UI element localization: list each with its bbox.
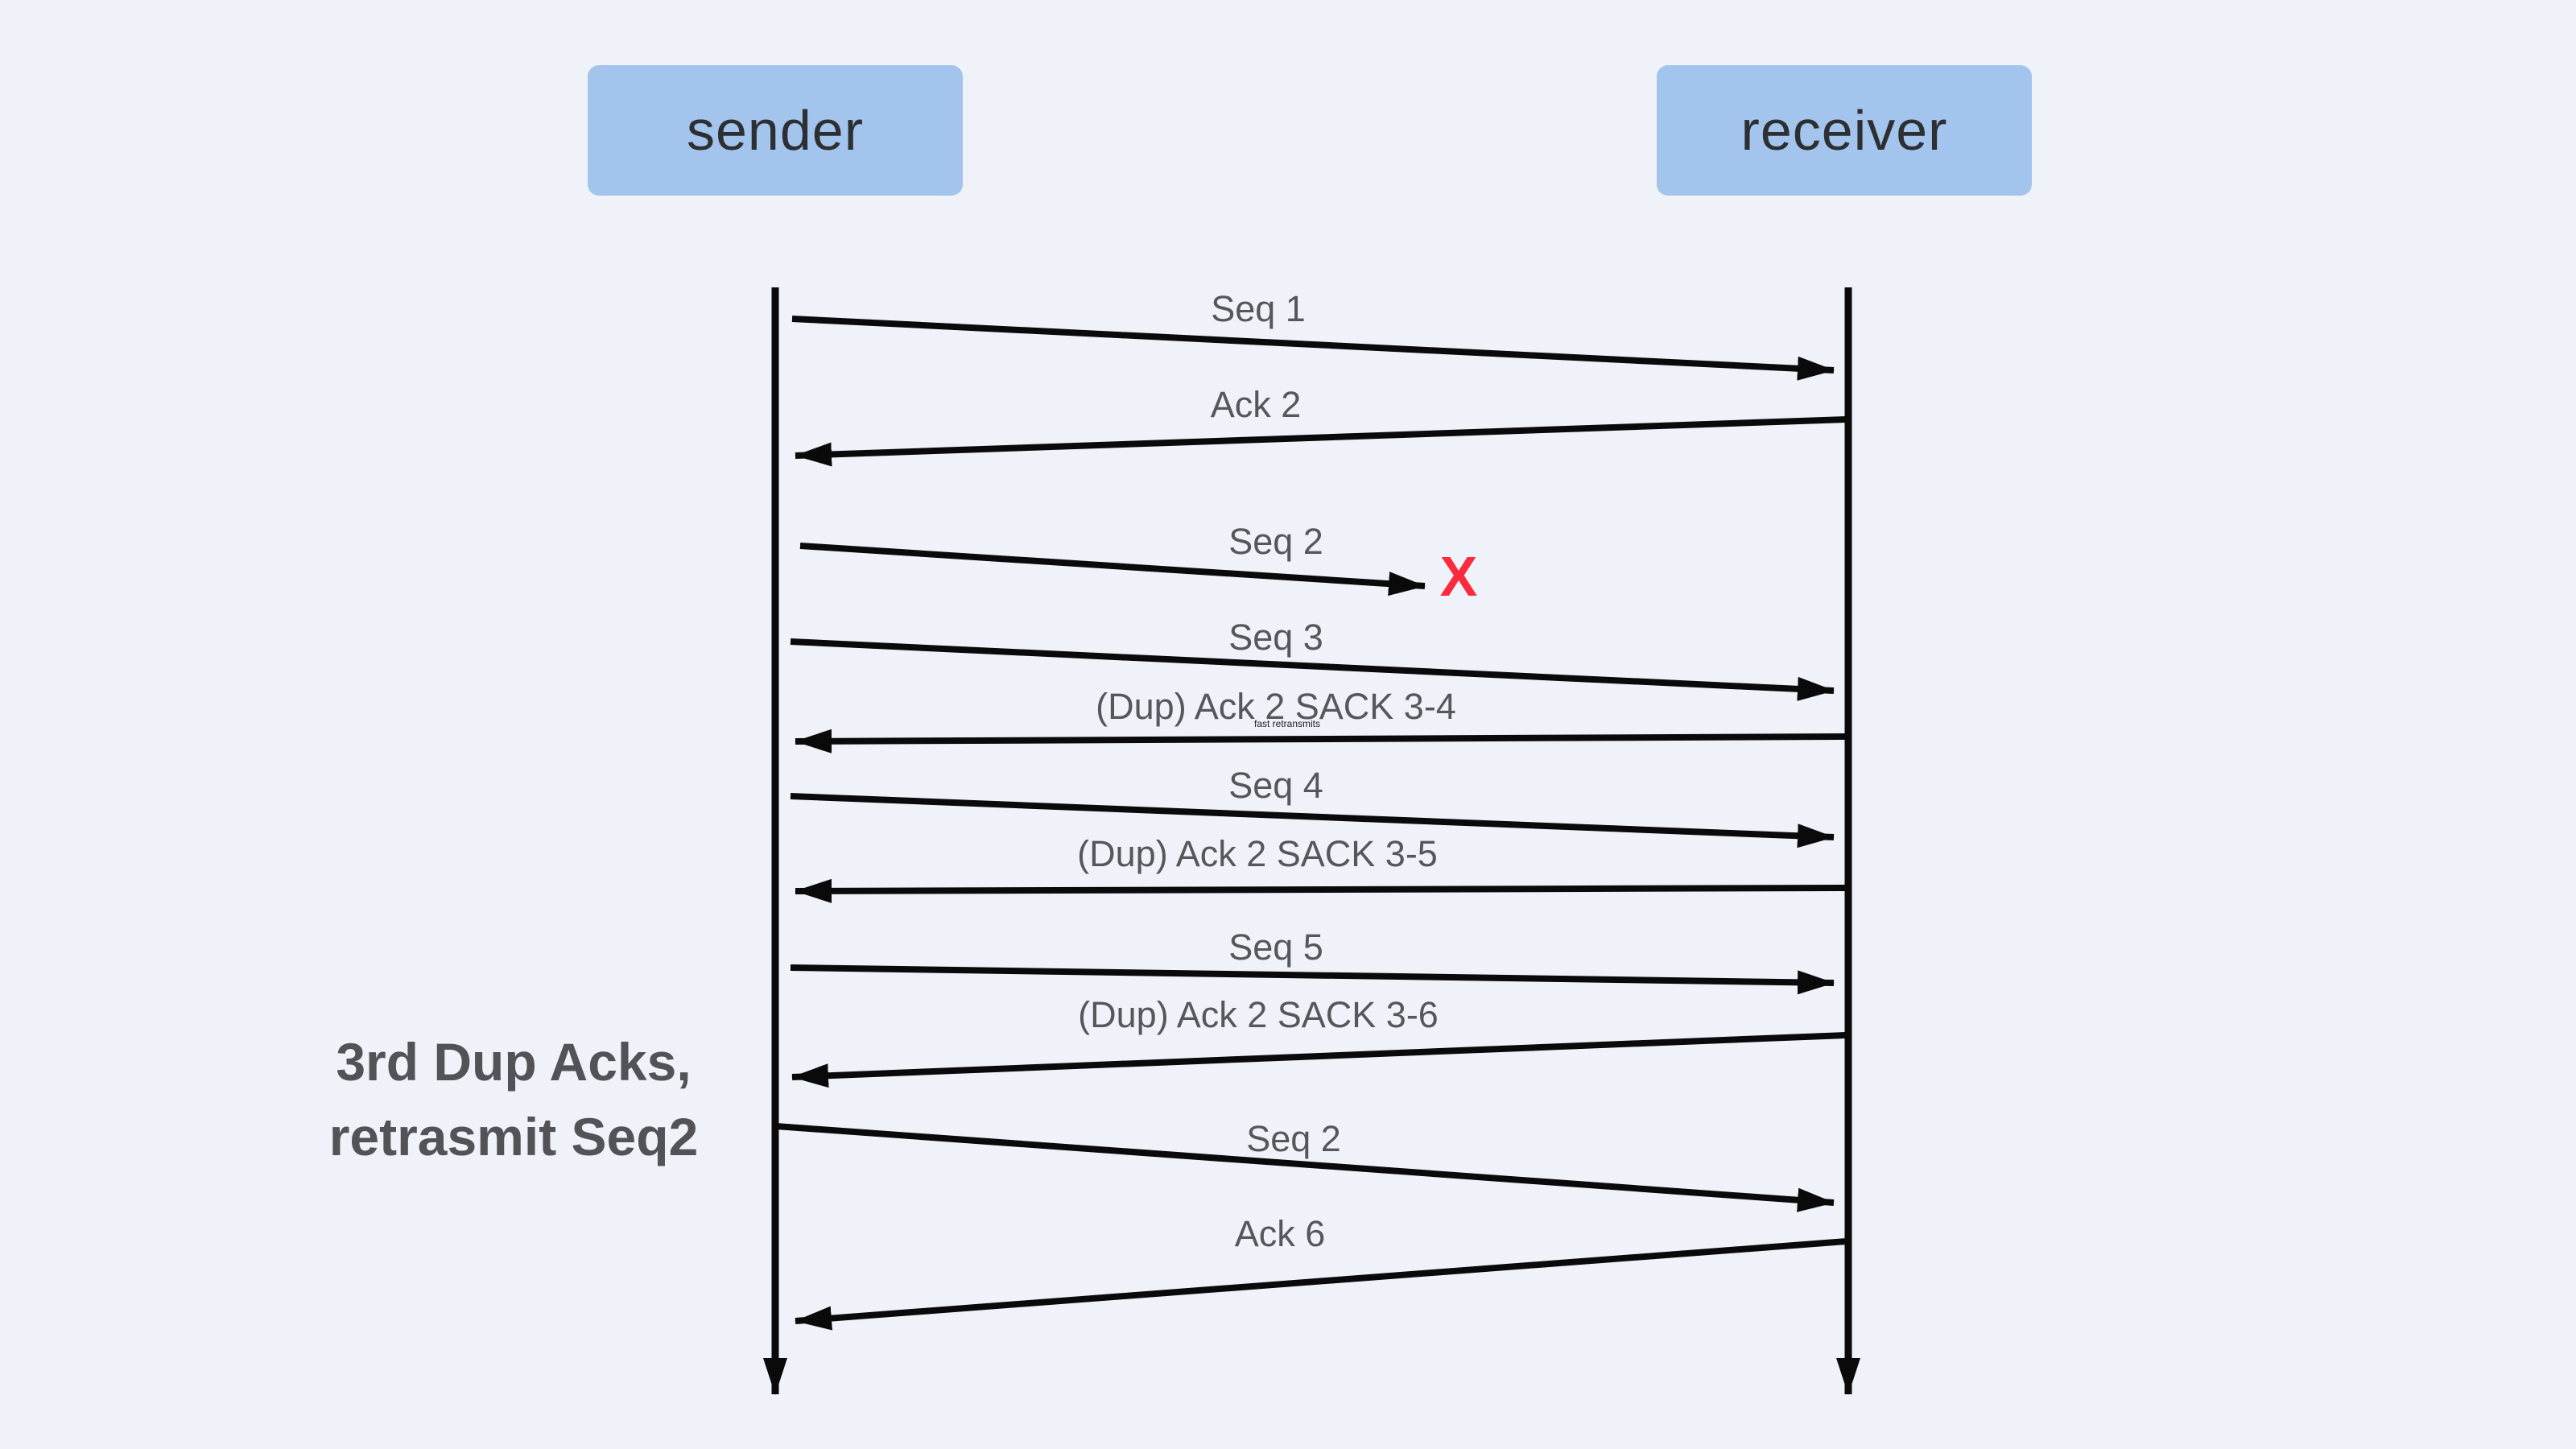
label-seq2-retransmit: Seq 2 bbox=[1246, 1118, 1341, 1159]
actor-box-receiver: receiver bbox=[1657, 65, 2032, 196]
label-seq1: Seq 1 bbox=[1211, 288, 1306, 329]
arrow-dup-ack2-sack36 bbox=[791, 1032, 1846, 1088]
label-seq2-lost: Seq 2 bbox=[1228, 521, 1323, 562]
packet-loss-x-marker: X bbox=[1439, 545, 1478, 608]
arrow-dup-ack2-sack35 bbox=[795, 878, 1847, 903]
arrow-seq1 bbox=[791, 316, 1835, 381]
arrow-seq3 bbox=[790, 638, 1835, 701]
fast-retransmits-note: fast retransmits bbox=[1253, 718, 1321, 729]
arrow-seq5 bbox=[790, 964, 1835, 995]
arrow-seq2-retransmit bbox=[775, 1123, 1835, 1212]
arrow-seq4 bbox=[790, 793, 1835, 848]
arrow-ack6 bbox=[795, 1238, 1847, 1331]
label-seq4: Seq 4 bbox=[1228, 765, 1323, 806]
arrow-ack2 bbox=[795, 416, 1847, 467]
side-note-retransmit: 3rd Dup Acks, retrasmit Seq2 bbox=[329, 1025, 699, 1174]
arrow-dup-ack2-sack34 bbox=[795, 729, 1847, 753]
label-seq5: Seq 5 bbox=[1228, 927, 1323, 968]
side-note-line1: 3rd Dup Acks, bbox=[336, 1032, 691, 1092]
label-ack2: Ack 2 bbox=[1210, 384, 1302, 425]
label-seq3: Seq 3 bbox=[1228, 617, 1323, 658]
actor-box-sender: sender bbox=[588, 65, 963, 196]
label-dup-ack2-sack34: (Dup) Ack 2 SACK 3-4 bbox=[1096, 686, 1456, 727]
label-dup-ack2-sack35: (Dup) Ack 2 SACK 3-5 bbox=[1077, 833, 1438, 874]
label-dup-ack2-sack36: (Dup) Ack 2 SACK 3-6 bbox=[1078, 994, 1439, 1035]
label-ack6: Ack 6 bbox=[1234, 1213, 1326, 1254]
arrow-seq2-lost bbox=[799, 543, 1426, 597]
side-note-line2: retrasmit Seq2 bbox=[328, 1107, 699, 1166]
